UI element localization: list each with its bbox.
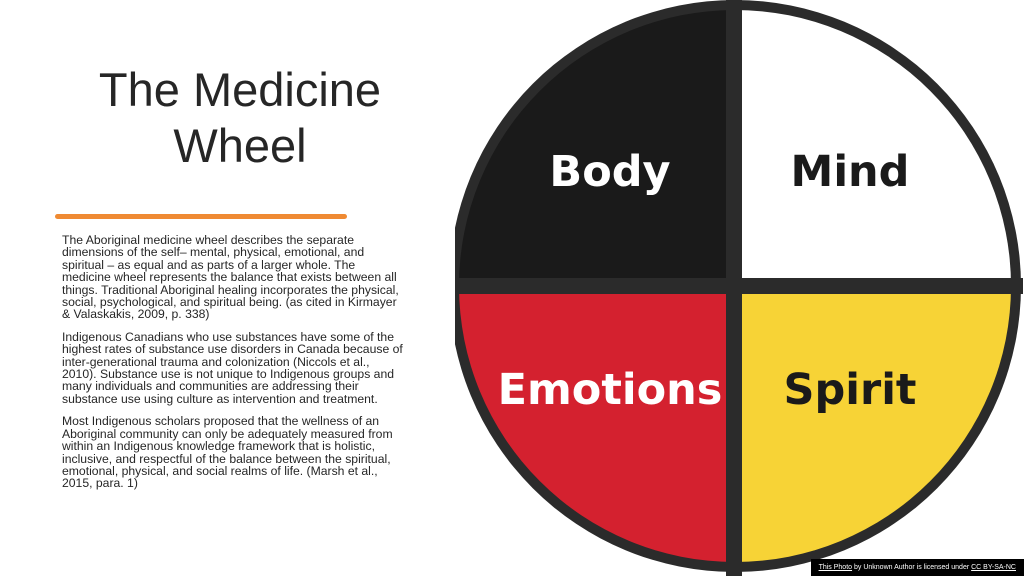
title-accent-line xyxy=(55,214,347,219)
license-link[interactable]: CC BY-SA-NC xyxy=(971,564,1016,571)
paragraph-wellness: Most Indigenous scholars proposed that t… xyxy=(62,414,393,491)
body-text: The Aboriginal medicine wheel describes … xyxy=(62,234,407,500)
label-mind: Mind xyxy=(791,147,910,197)
wheel-divider-horizontal xyxy=(455,278,1023,294)
title-line-1: The Medicine xyxy=(98,63,382,116)
label-emotions: Emotions xyxy=(498,365,723,415)
paragraph-medicine-wheel: The Aboriginal medicine wheel describes … xyxy=(62,233,399,322)
photo-link[interactable]: This Photo xyxy=(818,564,853,571)
paragraph-substance-use: Indigenous Canadians who use substances … xyxy=(62,329,403,406)
medicine-wheel: Body Mind Emotions Spirit xyxy=(455,0,1023,576)
photo-credit: This Photo by Unknown Author is licensed… xyxy=(810,559,1024,576)
credit-text: by Unknown Author is licensed under xyxy=(852,564,972,571)
label-spirit: Spirit xyxy=(784,365,917,415)
label-body: Body xyxy=(549,147,670,197)
slide-title: The Medicine Wheel xyxy=(60,62,420,174)
title-line-2: Wheel xyxy=(173,119,307,172)
